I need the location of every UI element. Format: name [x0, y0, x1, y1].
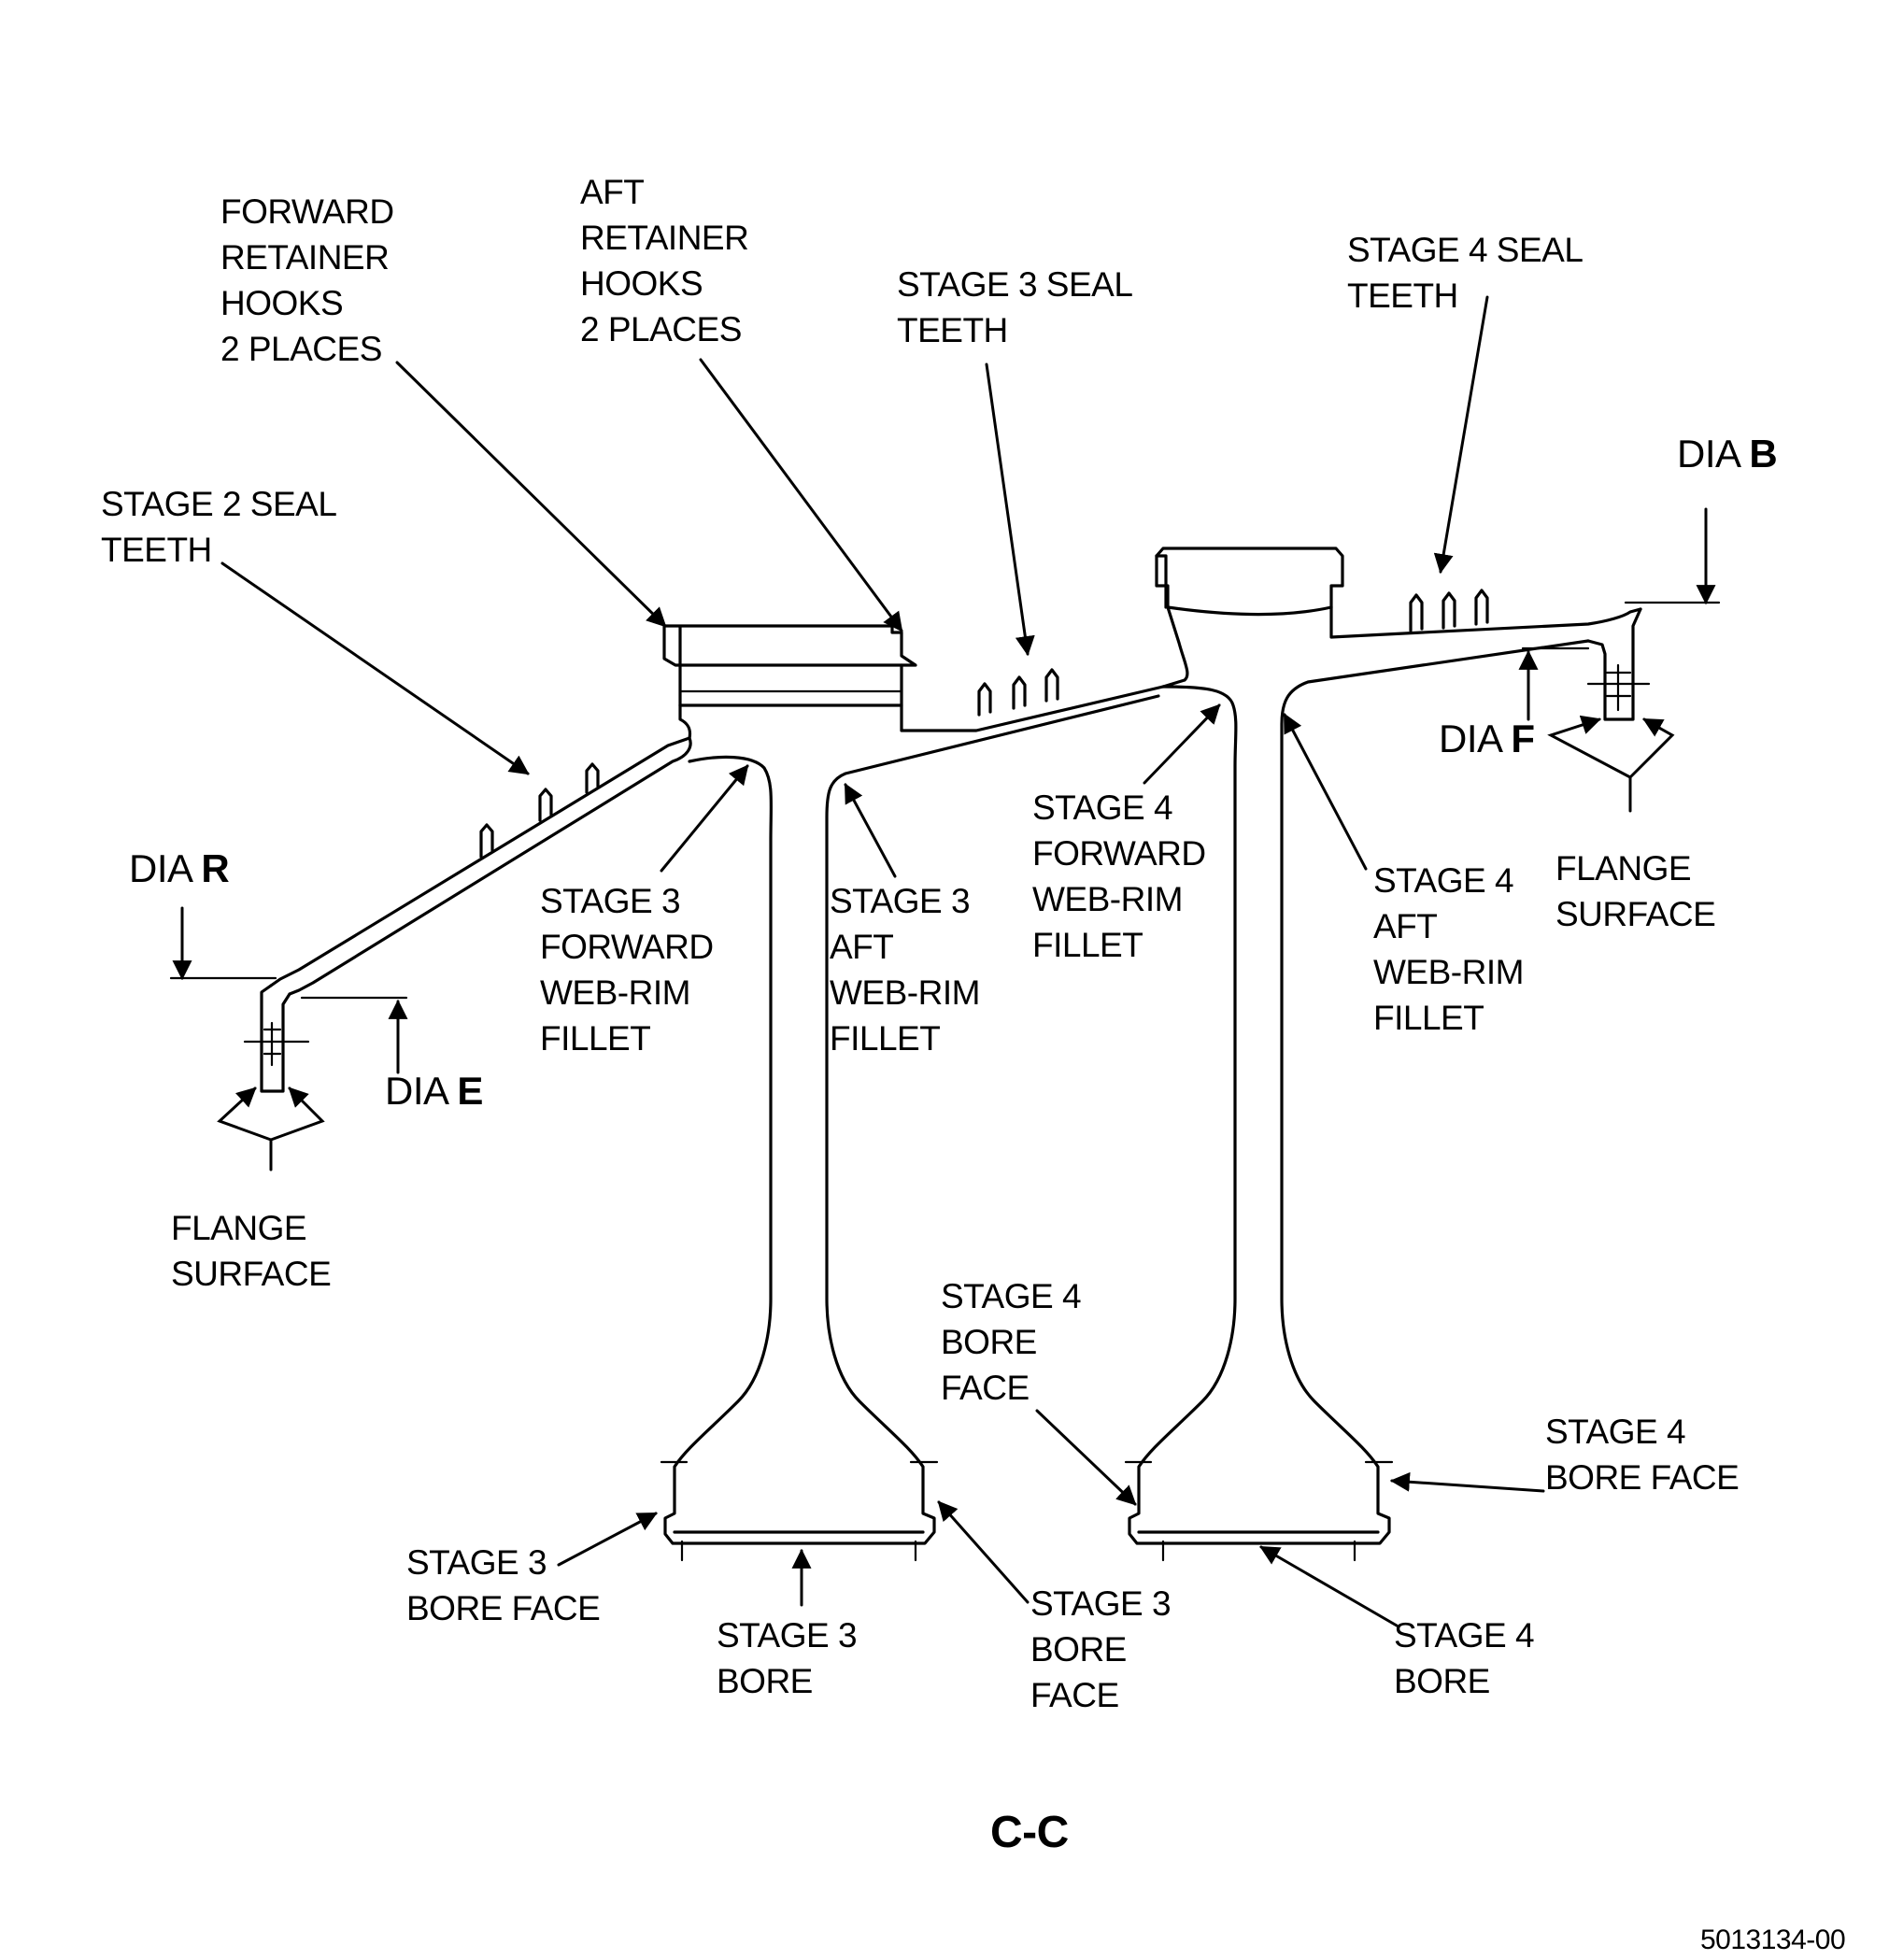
leader-s3-bore-face-left — [557, 1512, 658, 1567]
leader-s4-seal — [1433, 295, 1489, 575]
stage3-seal-arm — [900, 668, 1165, 732]
stage3-rim — [662, 624, 917, 707]
leader-lines — [220, 295, 1632, 1627]
section-label: C-C — [990, 1808, 1069, 1857]
label-forward-retainer-hooks: FORWARD RETAINER HOOKS 2 PLACES — [220, 192, 394, 368]
label-dia-e: DIA E — [385, 1069, 483, 1113]
leader-s3-fwd-fillet — [660, 764, 749, 873]
leader-s4-fwd-fillet — [1143, 703, 1221, 785]
leader-s3-aft-fillet — [844, 783, 897, 878]
leader-s4-aft-fillet — [1283, 713, 1368, 871]
label-dia-r: DIA R — [129, 846, 230, 890]
label-stage3-forward-fillet: STAGE 3 FORWARD WEB-RIM FILLET — [540, 882, 714, 1058]
leader-s3-seal — [985, 362, 1035, 657]
stage4-seal-teeth — [1409, 589, 1489, 632]
stage3-disk — [660, 694, 1160, 1562]
label-stage3-bore: STAGE 3 BORE — [717, 1616, 858, 1700]
leader-aft-hooks — [699, 358, 903, 632]
leader-s2-seal — [220, 561, 530, 775]
leader-s4-bore-face-top — [1035, 1409, 1137, 1506]
label-stage2-seal-teeth: STAGE 2 SEAL TEETH — [101, 485, 337, 569]
leader-s4-bore — [1259, 1545, 1399, 1627]
label-stage4-bore-face-right: STAGE 4 BORE FACE — [1545, 1413, 1740, 1497]
label-flange-surface-right: FLANGE SURFACE — [1555, 849, 1716, 933]
label-stage4-forward-fillet: STAGE 4 FORWARD WEB-RIM FILLET — [1032, 788, 1206, 964]
stage4-rim — [1155, 547, 1642, 689]
label-stage3-bore-face-right: STAGE 3 BORE FACE — [1030, 1584, 1172, 1714]
label-aft-retainer-hooks: AFT RETAINER HOOKS 2 PLACES — [580, 173, 749, 348]
label-dia-f: DIA F — [1439, 717, 1535, 760]
label-stage4-bore: STAGE 4 BORE — [1394, 1616, 1535, 1700]
label-dia-b: DIA B — [1677, 432, 1778, 476]
right-flange — [1586, 607, 1651, 721]
label-stage4-seal-teeth: STAGE 4 SEAL TEETH — [1347, 231, 1584, 315]
stage4-disk — [1124, 639, 1590, 1562]
dimension-lines — [169, 507, 1721, 1074]
document-number: 5013134-00 — [1700, 1924, 1846, 1955]
flange-surface-pointers — [217, 715, 1675, 1142]
stage2-arm — [269, 703, 692, 996]
leader-s4-bore-face-right — [1389, 1471, 1545, 1493]
label-stage4-aft-fillet: STAGE 4 AFT WEB-RIM FILLET — [1373, 861, 1524, 1037]
label-stage3-bore-face-left: STAGE 3 BORE FACE — [406, 1543, 601, 1627]
label-stage4-bore-face-upper: STAGE 4 BORE FACE — [941, 1277, 1082, 1407]
leader-fwd-hooks — [395, 361, 667, 628]
label-stage3-aft-fillet: STAGE 3 AFT WEB-RIM FILLET — [830, 882, 980, 1058]
leader-s3-bore-face-right — [937, 1500, 1030, 1604]
left-flange — [243, 984, 310, 1093]
label-flange-surface-left: FLANGE SURFACE — [171, 1209, 332, 1293]
label-stage3-seal-teeth: STAGE 3 SEAL TEETH — [897, 265, 1133, 349]
